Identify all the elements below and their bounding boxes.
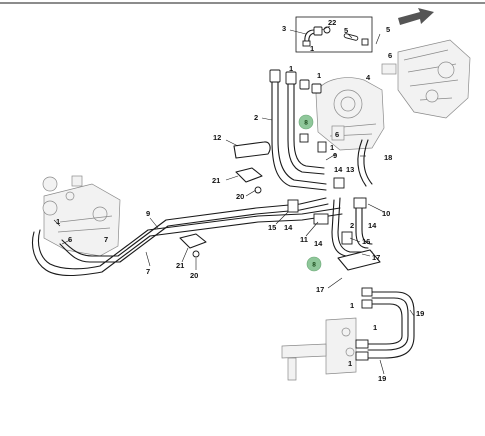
callout-6b: 6 [335,130,339,139]
callout-1a: 1 [310,44,314,53]
hose-9 [59,197,329,263]
callout-2b: 2 [350,221,354,230]
callout-labels: 3 22 5 1 5 6 4 1 1 2 12 21 20 6 1 9 18 1… [56,18,424,383]
clamp-21-lower [179,233,207,258]
callout-4: 4 [366,73,371,82]
fittings-upper [269,69,327,153]
callout-2a: 2 [254,113,258,122]
callout-1f: 1 [350,301,354,310]
callout-6a: 6 [388,51,392,60]
hose-18 [357,139,373,187]
hose-7 [31,207,343,277]
callout-5a: 5 [344,26,348,35]
frame-bracket [281,317,357,381]
hose-1 [287,79,325,175]
callout-3: 3 [282,24,286,33]
callout-16: 16 [362,237,370,246]
callout-21b: 21 [176,261,184,270]
valve-block [42,175,121,257]
clamp-21-upper [235,167,263,194]
callout-13: 13 [346,165,354,174]
callout-12: 12 [213,133,221,142]
callout-9a: 9 [333,151,337,160]
callout-1b: 1 [289,64,293,73]
callout-10: 10 [382,209,390,218]
callout-1c: 1 [317,71,321,80]
clamp-14-group [287,177,381,271]
arrow-right-icon [398,8,434,25]
callout-7b: 7 [104,235,108,244]
marker-8-lower-label: 8 [312,262,316,269]
callout-14b: 14 [284,223,293,232]
marker-8-upper: 8 [298,114,314,130]
marker-8-lower: 8 [306,256,322,272]
callout-22: 22 [328,18,336,27]
hose-19 [367,291,415,359]
callout-19a: 19 [416,309,424,318]
callout-1e: 1 [56,217,60,226]
callout-14a: 14 [334,165,343,174]
callout-20a: 20 [236,192,244,201]
callout-5b: 5 [386,25,390,34]
callout-6c: 6 [68,235,72,244]
callout-18: 18 [384,153,392,162]
callout-19b: 19 [378,374,386,383]
callout-1g: 1 [373,323,377,332]
callout-15: 15 [268,223,276,232]
callout-14d: 14 [368,221,377,230]
hose-12 [233,141,271,159]
leader-lines [53,25,415,375]
fittings-lower [355,287,373,361]
callout-17a: 17 [372,253,380,262]
callout-9b: 9 [146,209,150,218]
callout-7a: 7 [146,267,150,276]
callout-1-bottom: 1 [348,359,352,368]
hose-2 [271,79,327,191]
gearbox-ghost [381,39,471,119]
callout-21a: 21 [212,176,220,185]
callout-17b: 17 [316,285,324,294]
hydraulic-motor [315,77,385,151]
callout-14c: 14 [314,239,323,248]
callout-1d: 1 [330,143,334,152]
callout-11: 11 [300,235,308,244]
marker-8-upper-label: 8 [304,120,308,127]
callout-20b: 20 [190,271,198,280]
